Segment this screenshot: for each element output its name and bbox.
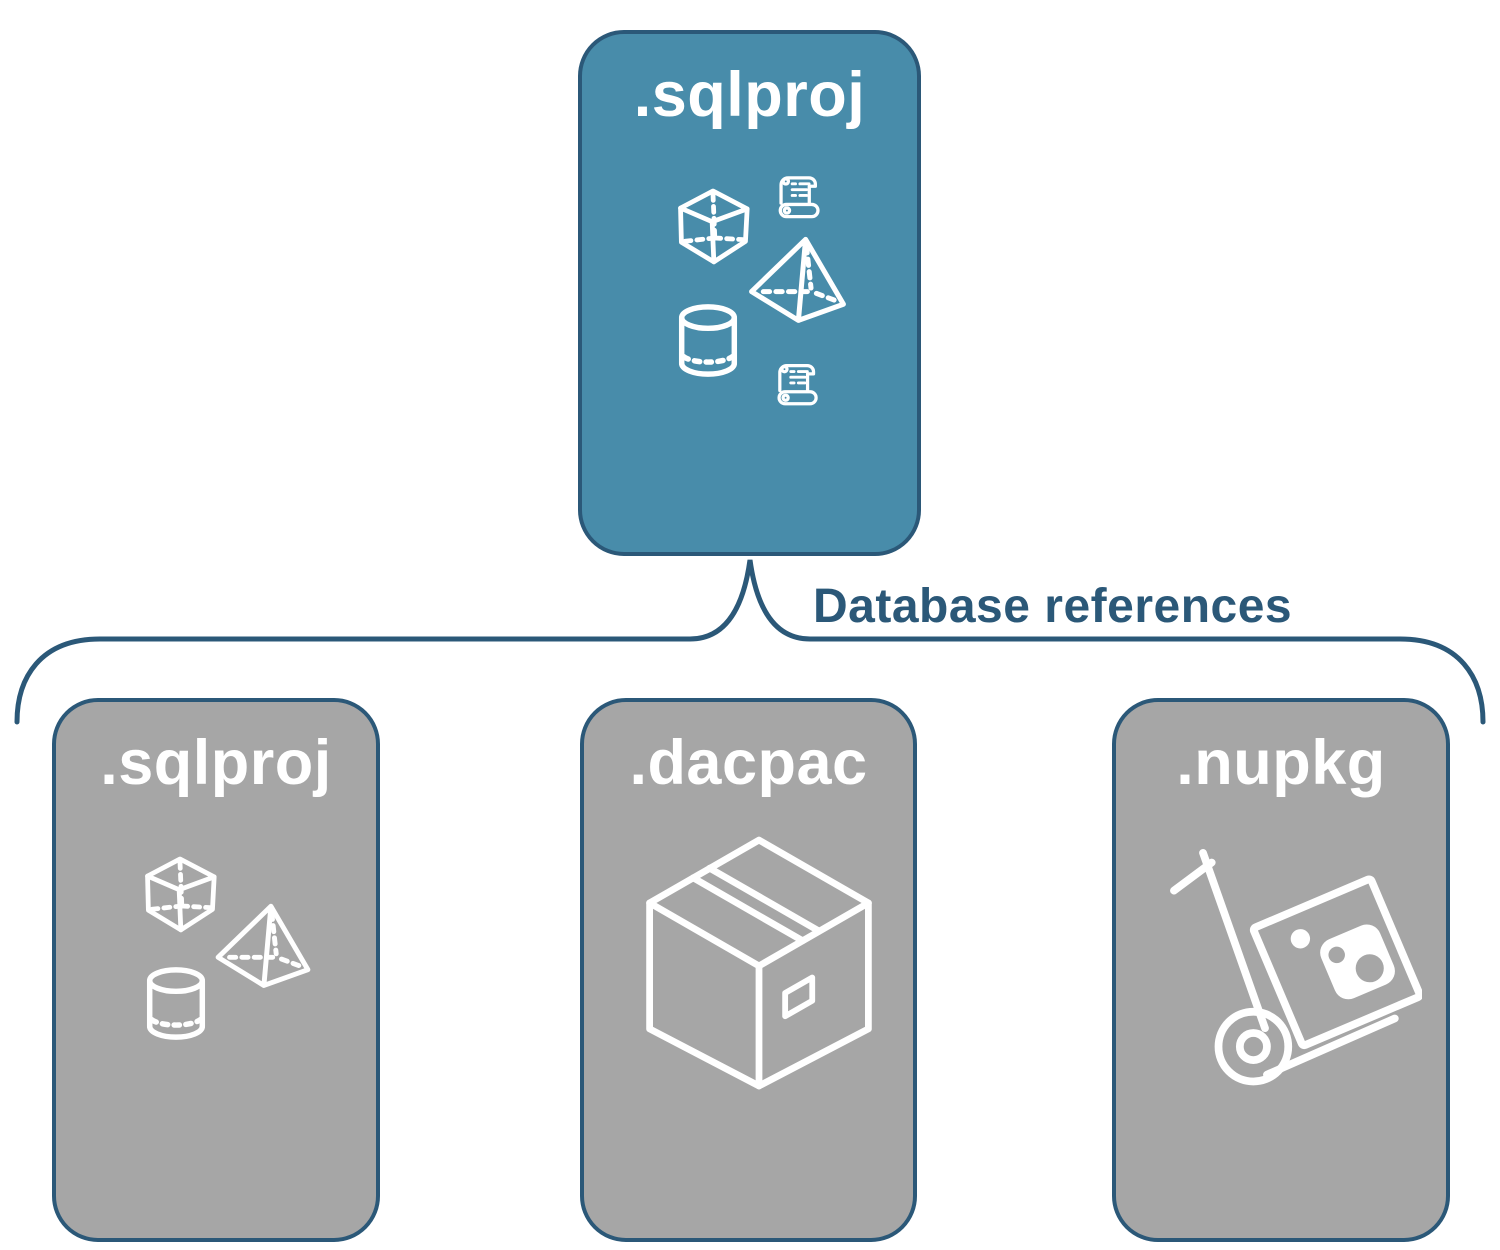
script-scroll-icon: [778, 176, 820, 219]
script-scroll-icon: [777, 364, 818, 406]
package-box-icon: [646, 836, 872, 1090]
child-node-title: .nupkg: [1176, 728, 1386, 798]
curly-brace-connector: [14, 559, 1486, 725]
child-node-title: .dacpac: [629, 728, 868, 798]
node-sqlproj-root: .sqlproj: [578, 30, 921, 556]
node-nupkg: .nupkg: [1112, 698, 1450, 1242]
root-node-title: .sqlproj: [633, 60, 866, 130]
node-sqlproj-child: .sqlproj: [52, 698, 380, 1242]
nuget-hand-truck-icon: [1170, 848, 1422, 1086]
node-dacpac: .dacpac: [580, 698, 917, 1242]
pyramid-icon: [749, 236, 846, 323]
connector-label: Database references: [813, 580, 1293, 633]
cylinder-icon: [146, 967, 206, 1040]
cylinder-icon: [678, 304, 738, 377]
cube-icon: [678, 188, 750, 265]
child-node-title: .sqlproj: [100, 728, 332, 798]
cube-icon: [145, 856, 217, 933]
pyramid-icon: [215, 903, 311, 988]
